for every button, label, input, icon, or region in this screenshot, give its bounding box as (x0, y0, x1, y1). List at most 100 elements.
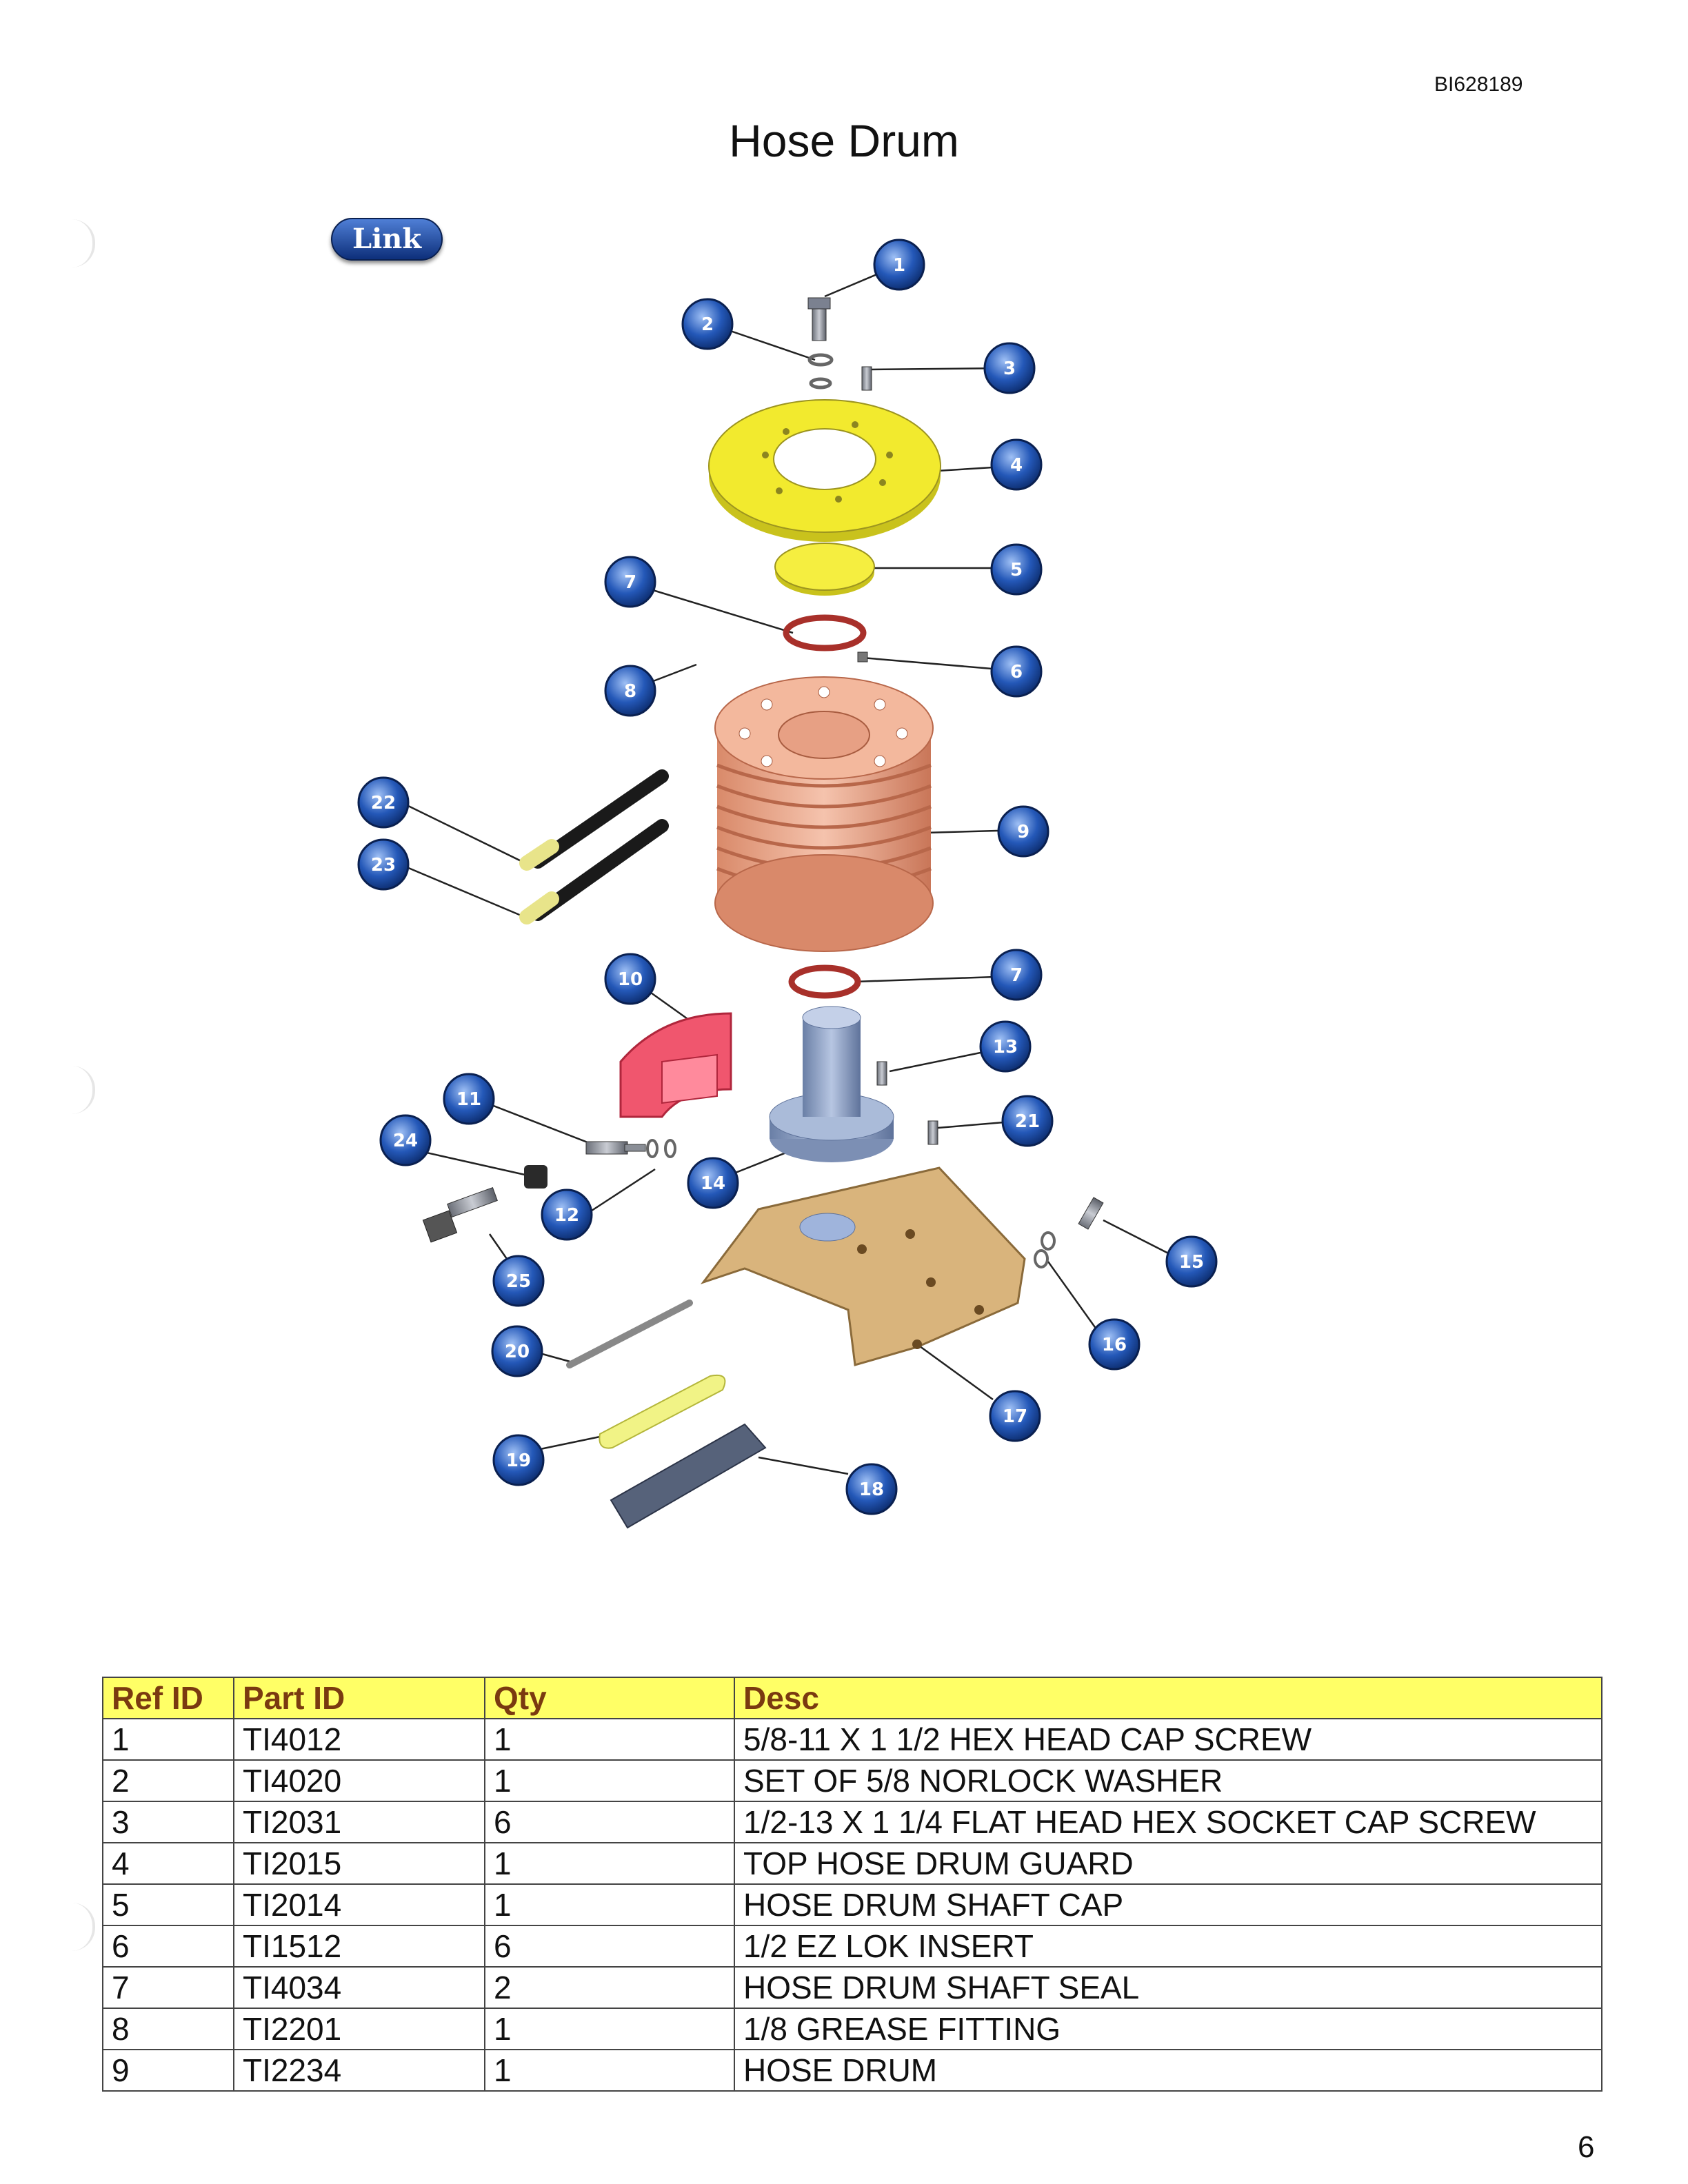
callout-15: 15 (1165, 1235, 1218, 1288)
callout-bubble (979, 1020, 1032, 1073)
link-button[interactable]: Link (331, 218, 443, 261)
part-small-screw-13 (876, 1061, 887, 1086)
callout-label: 14 (701, 1173, 725, 1194)
cell-desc: 1/2 EZ LOK INSERT (734, 1925, 1602, 1968)
part-shaft-seal-upper (783, 614, 867, 651)
part-plate-18 (610, 1423, 767, 1529)
part-bolt-15 (1078, 1197, 1104, 1230)
callout-11: 11 (443, 1073, 495, 1125)
callout-8: 8 (604, 665, 656, 717)
cell-desc: TOP HOSE DRUM GUARD (734, 1842, 1602, 1885)
callout-label: 10 (618, 969, 643, 990)
parts-table: Ref ID Part ID Qty Desc 1 TI4012 1 5/8-1… (102, 1677, 1602, 2092)
cell-part-id: TI2015 (233, 1842, 485, 1885)
callout-bubble (990, 645, 1043, 698)
cell-ref-id: 9 (102, 2049, 234, 2092)
col-header-ref-id: Ref ID (102, 1677, 234, 1719)
part-norlock-washer (807, 353, 834, 390)
callout-label: 7 (624, 572, 636, 593)
callout-1: 1 (873, 239, 925, 291)
callout-bubble (990, 949, 1043, 1001)
callout-bubble (443, 1073, 495, 1125)
table-row: 6 TI1512 6 1/2 EZ LOK INSERT (102, 1925, 1602, 1968)
table-row: 5 TI2014 1 HOSE DRUM SHAFT CAP (102, 1883, 1602, 1926)
callout-24: 24 (379, 1114, 432, 1166)
callout-bubble (492, 1255, 545, 1307)
table-row: 1 TI4012 1 5/8-11 X 1 1/2 HEX HEAD CAP S… (102, 1718, 1602, 1761)
part-bolt-11 (585, 1141, 646, 1155)
callout-17: 17 (989, 1390, 1041, 1442)
scan-mark (72, 219, 95, 267)
callout-3: 3 (983, 342, 1036, 394)
part-hose-drum-shaft-cap (774, 543, 875, 596)
callout-label: 21 (1015, 1111, 1040, 1132)
callout-18: 18 (845, 1463, 898, 1515)
callout-21: 21 (1001, 1095, 1054, 1147)
callout-bubble (357, 776, 410, 829)
callout-label: 15 (1179, 1252, 1204, 1273)
cell-part-id: TI4020 (233, 1759, 485, 1802)
part-hose-drum (714, 676, 934, 952)
callout-label: 16 (1102, 1335, 1127, 1355)
part-top-hose-drum-guard (708, 399, 941, 542)
callout-label: 7 (1010, 965, 1023, 986)
callout-bubble (604, 556, 656, 608)
part-hex-cap-screw (807, 297, 831, 341)
col-header-part-id: Part ID (233, 1677, 485, 1719)
callout-label: 22 (371, 793, 396, 813)
table-row: 2 TI4020 1 SET OF 5/8 NORLOCK WASHER (102, 1759, 1602, 1802)
part-slide-19 (599, 1375, 726, 1449)
callout-9: 9 (997, 805, 1049, 858)
cell-qty: 2 (484, 1966, 735, 2009)
cell-qty: 6 (484, 1801, 735, 1843)
callout-bubble (541, 1189, 593, 1241)
callout-bubble (983, 342, 1036, 394)
page-number: 6 (1578, 2130, 1595, 2164)
callout-7: 7 (604, 556, 656, 608)
cell-desc: HOSE DRUM SHAFT SEAL (734, 1966, 1602, 2009)
parts-table-header: Ref ID Part ID Qty Desc (102, 1677, 1602, 1719)
part-pin-20 (566, 1300, 693, 1368)
callout-bubble (491, 1325, 543, 1377)
cell-desc: HOSE DRUM (734, 2049, 1602, 2092)
cell-part-id: TI4012 (233, 1718, 485, 1761)
cell-desc: SET OF 5/8 NORLOCK WASHER (734, 1759, 1602, 1802)
callout-14: 14 (687, 1157, 739, 1209)
cell-ref-id: 7 (102, 1966, 234, 2009)
callout-13: 13 (979, 1020, 1032, 1073)
cell-desc: 1/8 GREASE FITTING (734, 2008, 1602, 2050)
part-base-plate (700, 1166, 1026, 1366)
cell-part-id: TI2234 (233, 2049, 485, 2092)
callout-bubble (687, 1157, 739, 1209)
table-row: 8 TI2201 1 1/8 GREASE FITTING (102, 2008, 1602, 2050)
callout-bubble (492, 1434, 545, 1486)
exploded-parts-diagram: 1234567789101112131415161718192021222324… (357, 239, 1218, 1529)
callout-label: 9 (1017, 822, 1029, 842)
cell-qty: 1 (484, 2008, 735, 2050)
callout-10: 10 (604, 953, 656, 1005)
cell-ref-id: 1 (102, 1718, 234, 1761)
cell-qty: 1 (484, 1759, 735, 1802)
part-flat-head-screw (861, 366, 872, 391)
cell-qty: 1 (484, 1842, 735, 1885)
callout-bubble (357, 838, 410, 891)
part-drum-guard-segment (619, 1012, 732, 1118)
cell-qty: 1 (484, 1718, 735, 1761)
callout-label: 13 (993, 1037, 1018, 1058)
callout-19: 19 (492, 1434, 545, 1486)
col-header-desc: Desc (734, 1677, 1602, 1719)
part-small-screw-21 (927, 1120, 938, 1145)
part-drum-shaft (769, 1006, 894, 1162)
callout-label: 4 (1010, 455, 1023, 476)
callout-25: 25 (492, 1255, 545, 1307)
callout-label: 23 (371, 855, 396, 876)
cell-ref-id: 3 (102, 1801, 234, 1843)
callout-label: 6 (1010, 662, 1023, 682)
scan-mark (72, 1903, 95, 1951)
cell-part-id: TI1512 (233, 1925, 485, 1968)
table-row: 4 TI2015 1 TOP HOSE DRUM GUARD (102, 1842, 1602, 1885)
table-row: 3 TI2031 6 1/2-13 X 1 1/4 FLAT HEAD HEX … (102, 1801, 1602, 1843)
cell-part-id: TI4034 (233, 1966, 485, 2009)
callout-label: 1 (893, 255, 905, 276)
callout-12: 12 (541, 1189, 593, 1241)
